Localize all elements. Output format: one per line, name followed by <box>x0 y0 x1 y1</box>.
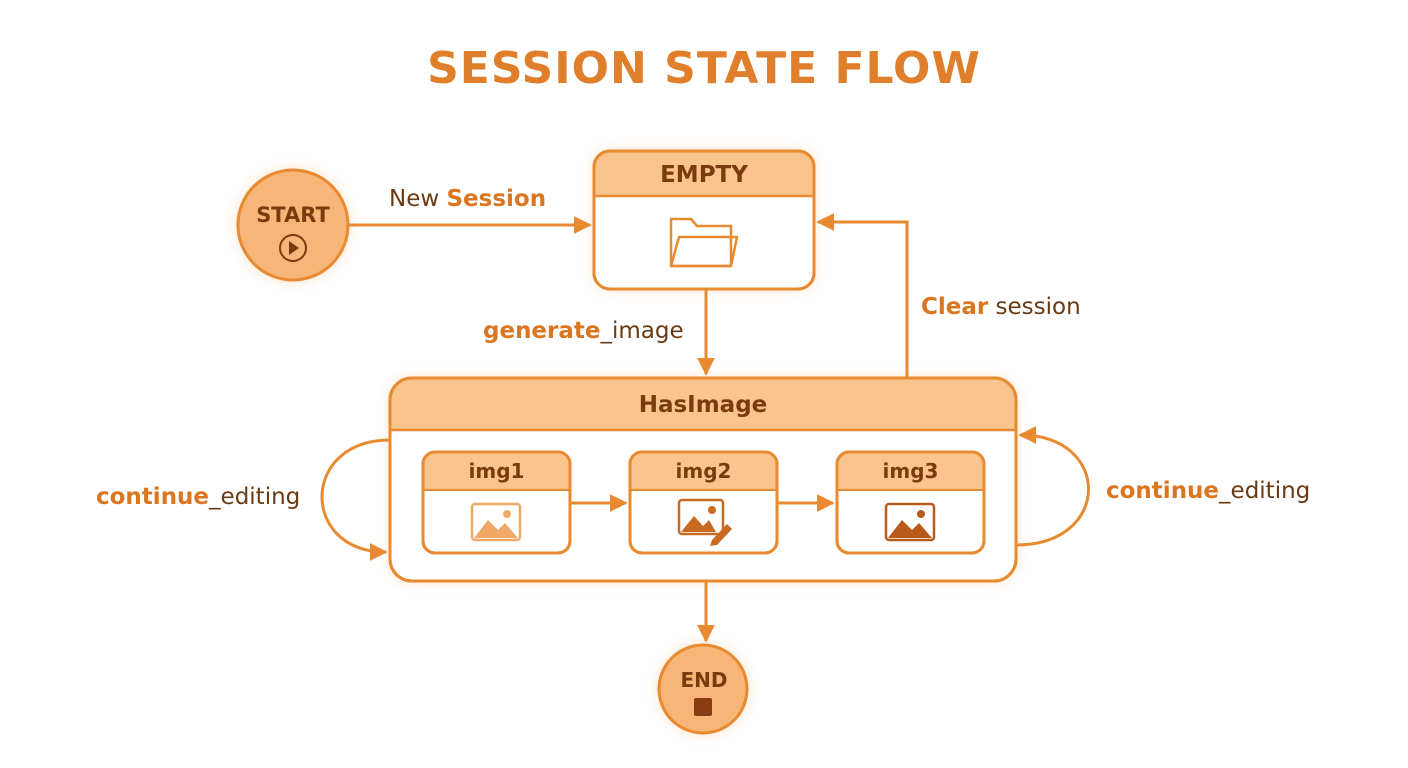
edge-label-continue-right: continue_editing <box>1106 480 1310 503</box>
edge-label-plain: _editing <box>1219 478 1311 504</box>
img2-node <box>628 450 779 555</box>
start-label: START <box>256 203 330 227</box>
edge-label-plain: session <box>988 294 1081 320</box>
edge-label-bold: generate <box>483 318 601 344</box>
loop-continue-left <box>320 438 391 561</box>
folder-icon <box>669 217 739 268</box>
edge-label-continue-left: continue_editing <box>96 486 300 509</box>
empty-node <box>592 149 816 291</box>
end-label: END <box>680 668 728 692</box>
image-edit-icon <box>677 498 732 546</box>
img2-label: img2 <box>675 459 732 483</box>
edge-label-bold: continue <box>96 484 210 510</box>
edge-label-plain: New <box>389 186 447 212</box>
loop-continue-right <box>1015 426 1090 547</box>
image-icon <box>884 502 936 542</box>
end-node <box>657 643 749 735</box>
img1-label: img1 <box>468 459 525 483</box>
edge-label-bold: Clear <box>921 294 989 320</box>
play-icon <box>279 234 307 262</box>
hasimage-label: HasImage <box>638 392 768 418</box>
img3-node <box>835 450 986 555</box>
empty-label: EMPTY <box>660 162 748 188</box>
edge-label-generate-image: generate_image <box>483 320 684 343</box>
stop-icon <box>694 698 712 716</box>
edge-label-plain: _editing <box>209 484 301 510</box>
edge-label-plain: _image <box>600 318 684 344</box>
edge-label-bold: Session <box>446 186 547 212</box>
img3-label: img3 <box>882 459 939 483</box>
image-icon <box>470 502 522 542</box>
transitions <box>320 213 1090 643</box>
edge-label-clear-session: Clear session <box>921 296 1081 319</box>
arrow-clear-session <box>816 213 909 378</box>
edge-label-new-session: New Session <box>389 188 546 211</box>
img1-node <box>421 450 572 555</box>
diagram-title: SESSION STATE FLOW <box>427 43 981 94</box>
edge-label-bold: continue <box>1106 478 1220 504</box>
